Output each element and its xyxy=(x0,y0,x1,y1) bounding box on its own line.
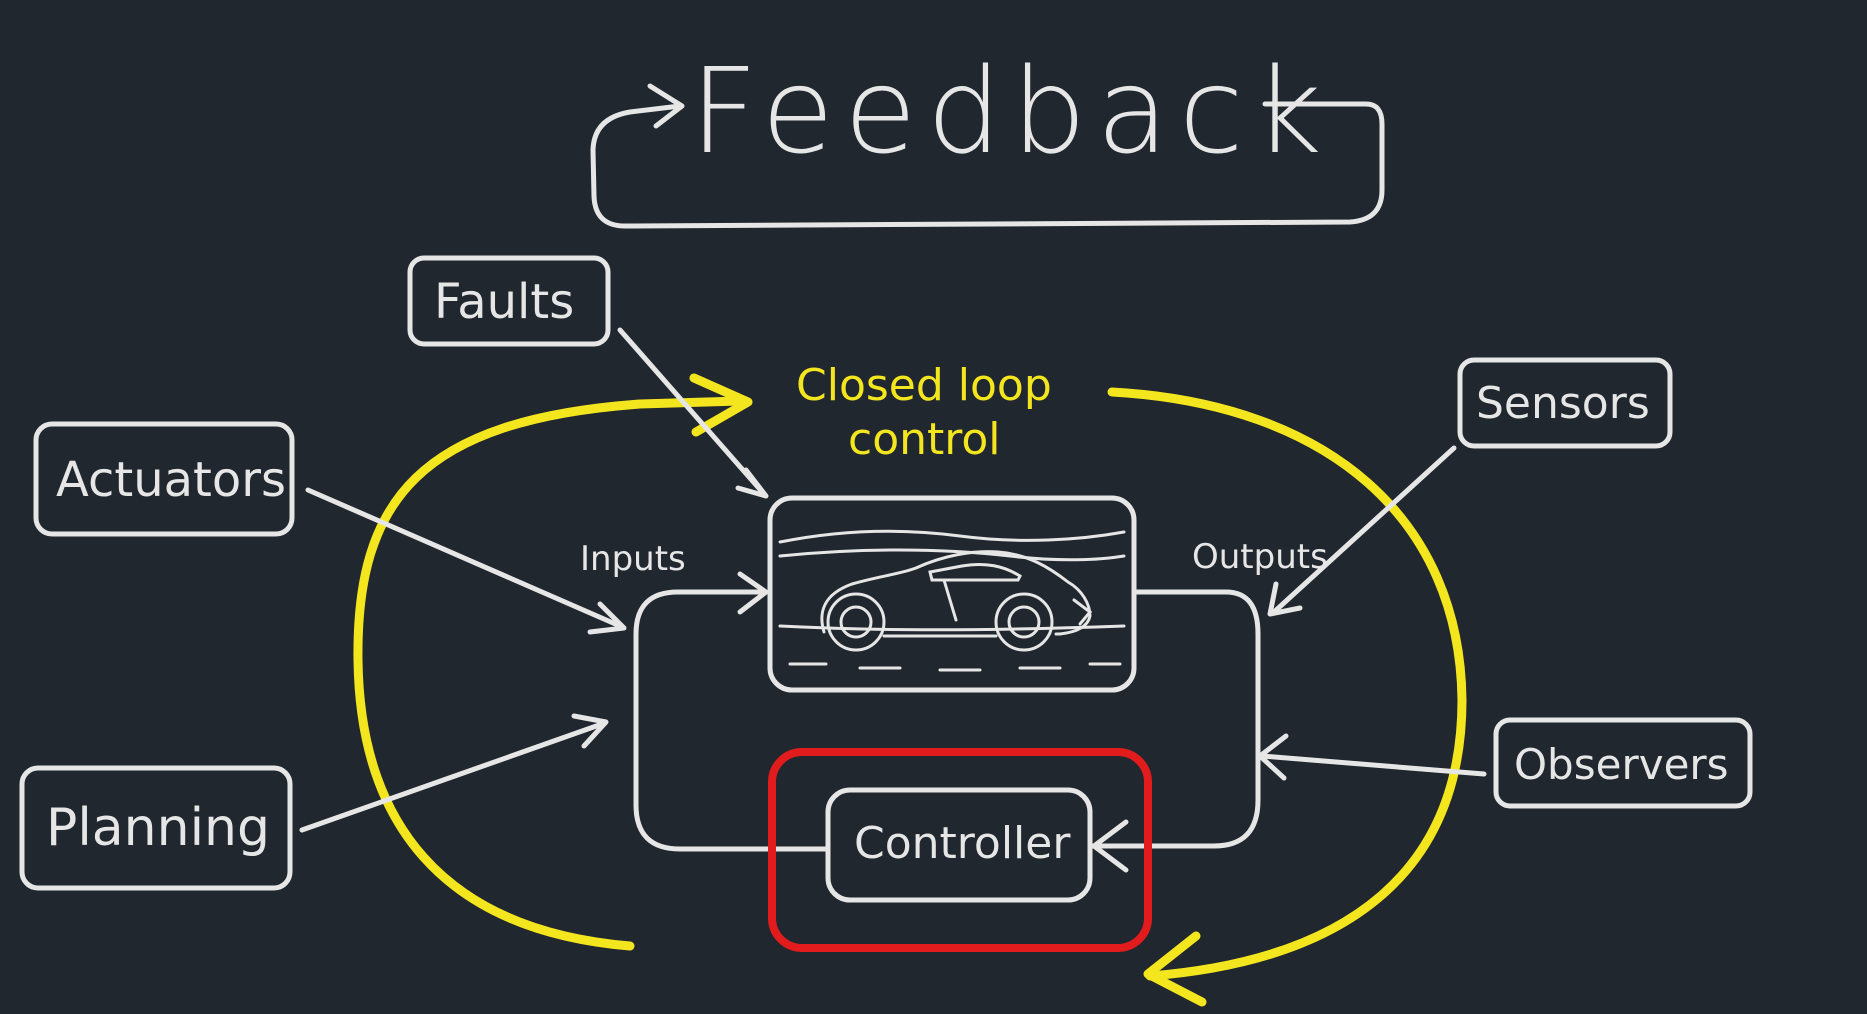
diagram-title: Feedback xyxy=(690,42,1332,180)
observers-arrow xyxy=(1259,753,1487,777)
controller-highlight xyxy=(768,748,1152,952)
faults-arrow xyxy=(617,327,767,497)
closed-loop-right-arrowhead xyxy=(1143,931,1207,1007)
sensors-label: Sensors xyxy=(1476,378,1650,429)
plant-inputs-label: Inputs xyxy=(580,539,686,579)
plant-box xyxy=(767,495,1137,693)
sensors-box xyxy=(1457,357,1673,449)
actuators-label: Actuators xyxy=(56,452,286,508)
closed-loop-label-line2: control xyxy=(848,414,1001,465)
planning-arrow xyxy=(299,721,605,833)
actuators-box xyxy=(33,421,295,537)
controller-box xyxy=(825,787,1093,903)
faults-label: Faults xyxy=(434,274,575,330)
inner-loop-left xyxy=(633,589,829,852)
observers-box xyxy=(1493,717,1753,809)
inner-loop-input-arrowhead xyxy=(737,571,769,615)
planning-label: Planning xyxy=(46,798,270,858)
closed-loop-left-arrowhead xyxy=(689,373,753,437)
inner-loop-right xyxy=(1087,589,1261,849)
inner-loop-controller-arrowhead xyxy=(1091,819,1129,873)
observers-label: Observers xyxy=(1514,740,1729,789)
actuators-arrow xyxy=(305,487,623,629)
sensors-arrow xyxy=(1271,445,1457,615)
controller-label: Controller xyxy=(854,818,1071,869)
planning-box xyxy=(19,765,293,891)
plant-outputs-label: Outputs xyxy=(1192,537,1328,577)
title-feedback-loop xyxy=(590,101,1385,229)
sports-car-icon xyxy=(778,529,1126,672)
faults-box xyxy=(407,255,611,347)
closed-loop-left-arc xyxy=(353,396,745,951)
closed-loop-label-line1: Closed loop xyxy=(796,360,1052,411)
closed-loop-right-arc xyxy=(1107,387,1467,981)
title-feedback-arrowhead xyxy=(647,83,685,129)
